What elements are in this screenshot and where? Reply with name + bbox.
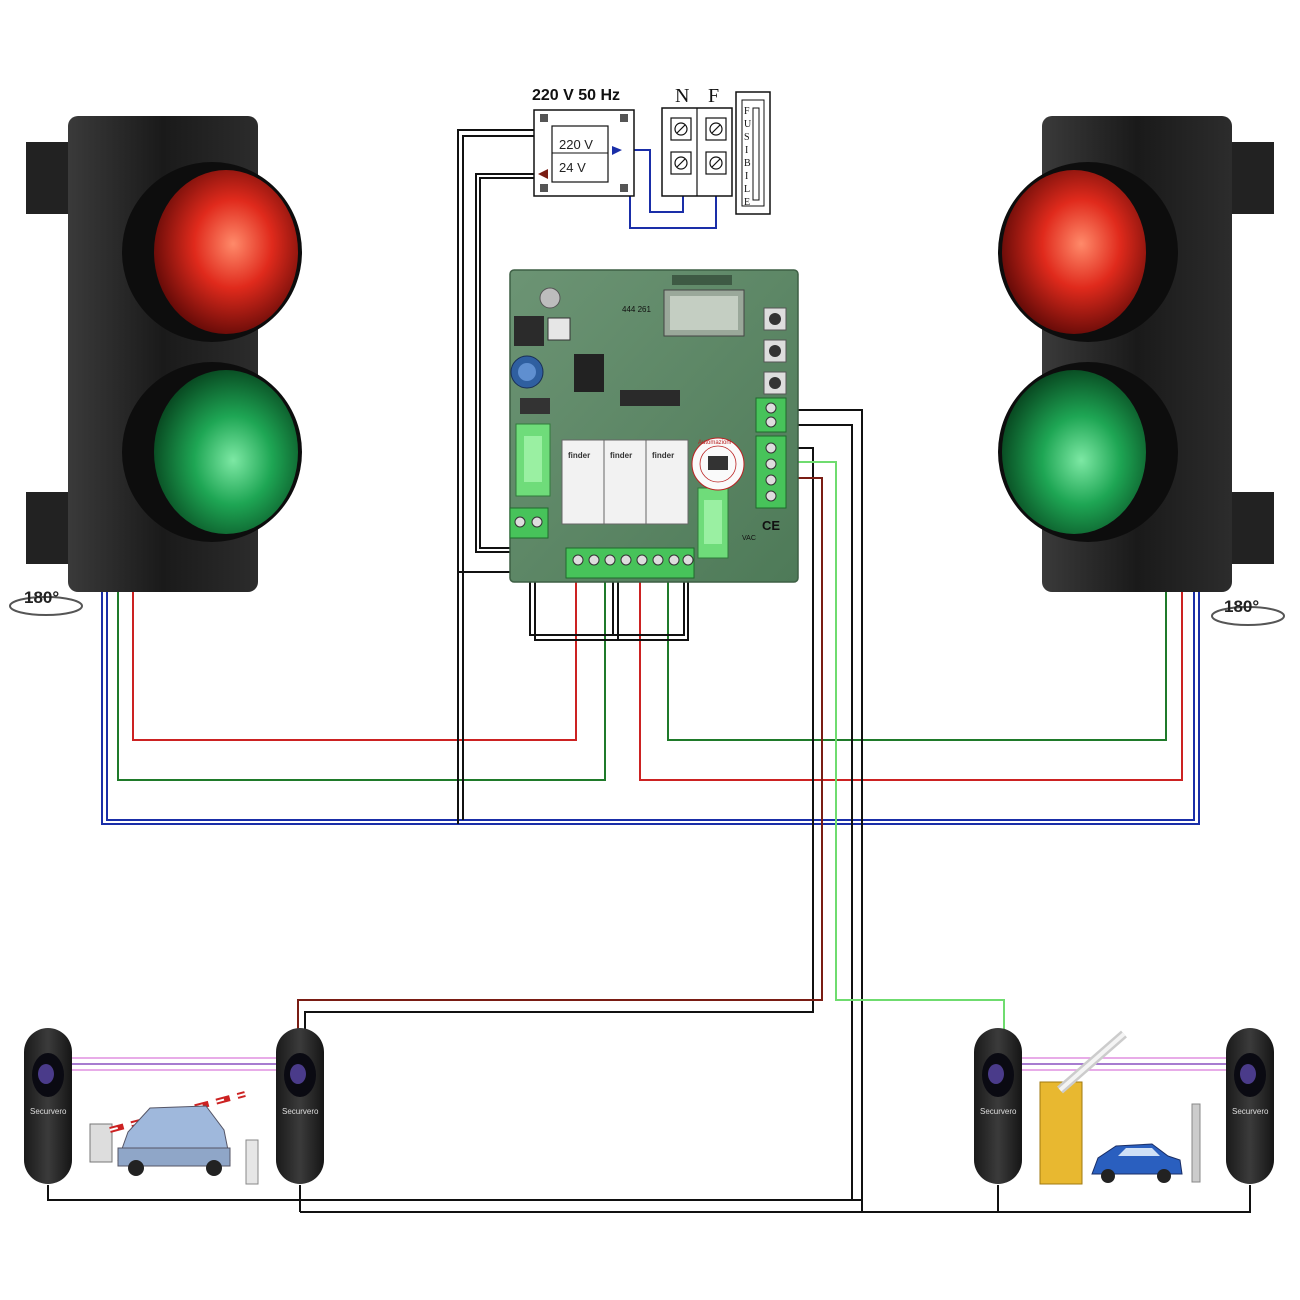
arrow-right-icon (612, 146, 622, 155)
transformer-primary: 220 V (559, 137, 593, 152)
relay: finder finder finder (561, 439, 689, 525)
light-green-wire-photocell (790, 461, 1005, 1035)
svg-text:finder: finder (568, 451, 590, 460)
photocell-beams (68, 1057, 1232, 1071)
svg-text:finder: finder (610, 451, 632, 460)
photocell-left-tx: Securvero (24, 1028, 72, 1184)
green-wire-right-light (667, 580, 1167, 741)
wires (47, 129, 1251, 1213)
terminal-strip-power (509, 507, 549, 539)
black-wire-24v-b (462, 135, 540, 820)
svg-text:Automazioni: Automazioni (698, 440, 731, 446)
control-board: 444 261 finder finder finder (509, 269, 799, 583)
red-wire-left-light (132, 580, 577, 741)
blue-wire-left (101, 590, 1200, 825)
board-code: 444 261 (622, 305, 651, 314)
svg-text:180°: 180° (1224, 597, 1259, 616)
red-wire-right-light (639, 580, 1183, 781)
svg-text:I: I (745, 171, 748, 182)
svg-text:Securvero: Securvero (282, 1107, 319, 1116)
push-button (763, 307, 787, 395)
ce-mark-icon: CE (762, 518, 780, 533)
black-wire-board-bottom (529, 545, 685, 636)
svg-text:180°: 180° (24, 588, 59, 607)
svg-text:F: F (744, 106, 750, 117)
traffic-light-left: 180° (9, 116, 302, 616)
svg-text:L: L (744, 184, 750, 195)
screw-icon (670, 117, 727, 175)
barrier-icon (1039, 1030, 1201, 1185)
black-wire-photocell-3 (304, 447, 814, 1035)
svg-text:S: S (744, 132, 750, 143)
blue-wire-left-2 (106, 590, 1195, 821)
traffic-light-right: 180° (998, 116, 1285, 626)
rotation-arrow-icon: 180° (9, 588, 83, 616)
black-wire-right-cells (862, 1185, 1251, 1213)
terminal-strip-bottom (565, 547, 695, 579)
black-wire-photocell-1 (300, 409, 863, 1213)
supply-label: 220 V 50 Hz (532, 87, 620, 104)
car-icon (89, 1091, 259, 1185)
svg-text:U: U (744, 119, 752, 130)
svg-text:Securvero: Securvero (980, 1107, 1017, 1116)
svg-text:E: E (744, 197, 750, 208)
dark-red-wire-photocell (297, 477, 823, 1035)
rotation-arrow-icon: 180° (1211, 597, 1285, 626)
phase-label: F (708, 85, 719, 107)
car-icon-right (1091, 1143, 1183, 1183)
svg-text:B: B (744, 158, 751, 169)
transformer-core (551, 125, 609, 183)
svg-text:Securvero: Securvero (1232, 1107, 1269, 1116)
power-supply: 220 V 50 Hz 220 V 24 V N F (532, 85, 771, 215)
terminal-strip-right (755, 397, 787, 509)
blue-wire-primary-b (629, 178, 717, 229)
blue-wire-primary-a (615, 149, 684, 213)
black-wire-board-bottom-2 (534, 545, 689, 641)
svg-text:Securvero: Securvero (30, 1107, 67, 1116)
green-wire-left-light (117, 580, 606, 781)
photocell-right-rx: Securvero (1226, 1028, 1274, 1184)
black-wire-24v-a (457, 129, 540, 824)
neutral-label: N (675, 85, 689, 107)
photocell-right-tx: Securvero (974, 1028, 1022, 1184)
svg-text:I: I (745, 145, 748, 156)
svg-text:finder: finder (652, 451, 674, 460)
transformer-secondary: 24 V (559, 160, 586, 175)
fuse-letters: F U S I B I L E (744, 106, 752, 208)
photocell-left-rx: Securvero (276, 1028, 324, 1184)
arrow-left-icon (538, 169, 548, 179)
vac-label: VAC (742, 535, 756, 542)
